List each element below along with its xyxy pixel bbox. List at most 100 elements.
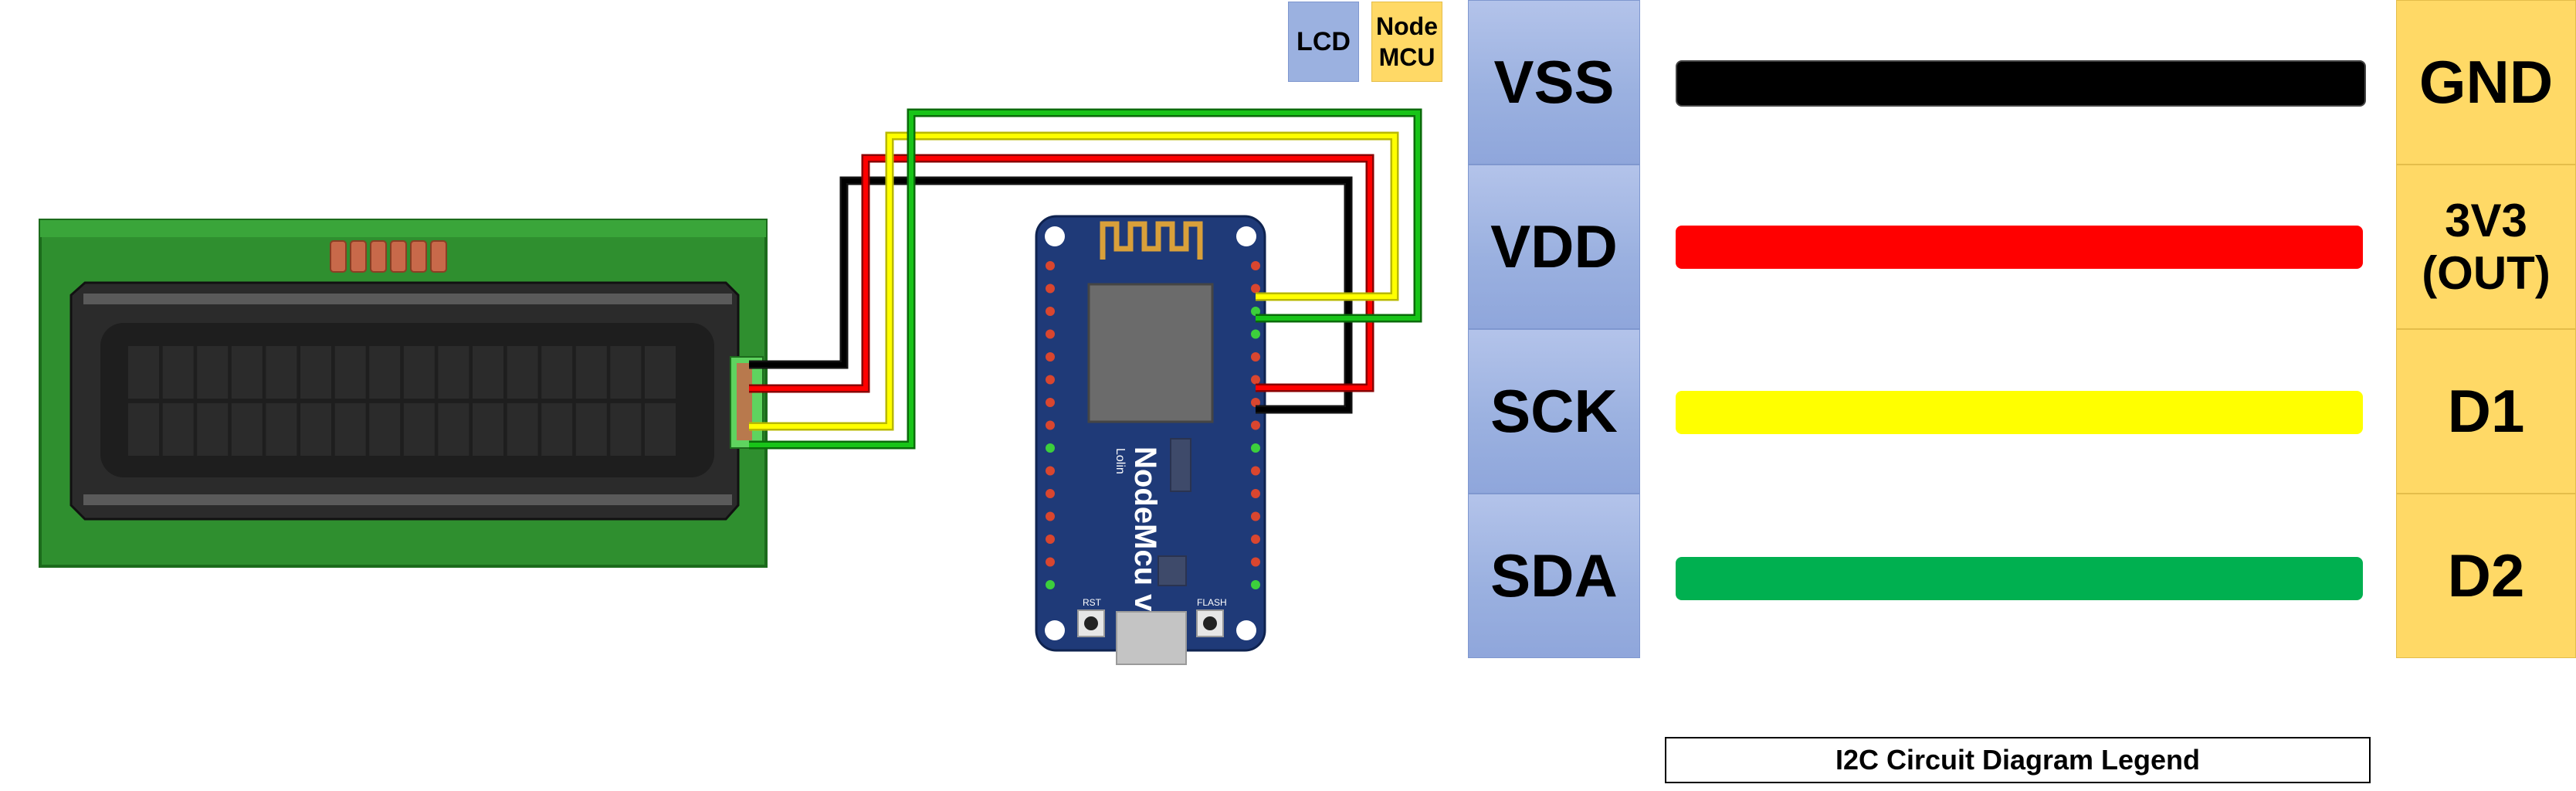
header-pin	[1046, 511, 1055, 521]
voltage-regulator	[1170, 438, 1191, 492]
header-pin	[1251, 375, 1260, 385]
header-pin	[1251, 398, 1260, 407]
header-pin	[1251, 580, 1260, 589]
lcd-bezel-bottom-highlight	[83, 494, 732, 505]
lcd-pin-label: VDD	[1468, 165, 1640, 329]
mount-hole	[1236, 620, 1256, 640]
header-pin	[1046, 535, 1055, 544]
usb-chip	[1158, 555, 1187, 586]
lcd-i2c-pins	[737, 363, 752, 440]
lcd-char-cell	[507, 403, 538, 456]
header-pin	[1251, 283, 1260, 294]
lcd-char-cell	[473, 403, 503, 456]
header-pin	[1046, 375, 1055, 385]
wire-swatch-black	[1676, 60, 2366, 107]
mcu-pin-label: 3V3 (OUT)	[2396, 165, 2576, 329]
lcd-column-tag: LCD	[1288, 2, 1359, 82]
header-pin	[1046, 283, 1055, 294]
flash-label: FLASH	[1197, 597, 1227, 608]
header-pin	[1251, 329, 1260, 339]
header-pin	[1251, 489, 1260, 498]
wire-swatch-green	[1676, 557, 2363, 600]
header-pin	[1046, 557, 1055, 567]
rst-button	[1077, 609, 1105, 637]
lcd-char-cell	[369, 403, 401, 456]
lcd-character-cells	[128, 346, 676, 456]
lcd-char-cell	[645, 346, 676, 399]
esp-chip-shield	[1087, 283, 1214, 423]
lcd-char-cell	[231, 346, 263, 399]
header-pin	[1046, 443, 1055, 453]
lcd-char-cell	[473, 346, 503, 399]
lcd-char-cell	[610, 346, 642, 399]
lcd-pcb-edge	[40, 220, 766, 237]
wires	[749, 108, 1422, 450]
lcd-char-cell	[334, 403, 366, 456]
wire-yellow	[749, 131, 1399, 431]
lcd-char-cell	[507, 346, 538, 399]
header-pin	[1046, 329, 1055, 339]
header-pin	[1251, 557, 1260, 567]
header-pin	[1251, 511, 1260, 521]
lcd-char-cell	[334, 346, 366, 399]
header-pin	[1046, 352, 1055, 362]
lcd-column-tag-text: LCD	[1296, 26, 1351, 56]
lcd-char-cell	[197, 346, 229, 399]
lcd-char-cell	[197, 403, 229, 456]
mount-hole	[1045, 226, 1065, 246]
lcd-char-cell	[128, 403, 159, 456]
mcu-column-tag: Node MCU	[1371, 2, 1442, 82]
lcd-char-cell	[438, 403, 469, 456]
lcd-pin-label: VSS	[1468, 0, 1640, 165]
lcd-char-cell	[266, 403, 297, 456]
lcd-char-cell	[369, 346, 401, 399]
wire-red	[749, 154, 1374, 393]
header-pin	[1046, 398, 1055, 407]
lcd-char-cell	[162, 346, 194, 399]
board-maker-label: Lolin	[1113, 448, 1127, 474]
nodemcu-board: NodeMcu v3 Lolin RST FLASH	[1035, 215, 1266, 665]
lcd-bezel-top-highlight	[83, 294, 732, 304]
lcd-char-cell	[610, 403, 642, 456]
mcu-pin-line1: GND	[2418, 48, 2554, 116]
mcu-pin-line1: D1	[2447, 377, 2525, 445]
lcd-char-cell	[575, 346, 607, 399]
header-pin	[1251, 466, 1260, 476]
header-pin	[1251, 420, 1260, 430]
lcd-char-cell	[266, 346, 297, 399]
header-pin	[1046, 307, 1055, 316]
lcd-char-cell	[541, 403, 573, 456]
header-pin	[1251, 535, 1260, 544]
flash-button-cap	[1203, 616, 1217, 630]
micro-usb-port	[1116, 611, 1187, 665]
mcu-column-tag-line1: Node	[1376, 12, 1438, 40]
header-pin	[1251, 352, 1260, 362]
board-name-label: NodeMcu v3	[1128, 446, 1162, 629]
lcd-char-cell	[300, 403, 331, 456]
header-pin	[1251, 307, 1260, 316]
lcd-char-cell	[403, 346, 435, 399]
lcd-module	[39, 219, 768, 568]
mcu-column-tag-line2: MCU	[1378, 43, 1435, 71]
mcu-pin-label: D2	[2396, 494, 2576, 658]
header-pin	[1046, 261, 1055, 270]
mcu-pin-label: GND	[2396, 0, 2576, 165]
lcd-char-cell	[645, 403, 676, 456]
lcd-char-cell	[541, 346, 573, 399]
wire-swatch-red	[1676, 226, 2363, 269]
mcu-pin-line1: 3V3	[2445, 194, 2527, 246]
header-pin	[1046, 489, 1055, 498]
header-pin	[1251, 443, 1260, 453]
header-pin	[1046, 420, 1055, 430]
board-header-pins	[1046, 261, 1260, 589]
lcd-pin-label: SCK	[1468, 329, 1640, 494]
lcd-char-cell	[575, 403, 607, 456]
lcd-char-cell	[403, 403, 435, 456]
mcu-pin-line2: (OUT)	[2422, 246, 2551, 299]
mount-hole	[1045, 620, 1065, 640]
wire-green	[749, 108, 1422, 450]
lcd-char-cell	[438, 346, 469, 399]
mcu-pin-line1: D2	[2447, 541, 2525, 609]
wire-black	[749, 176, 1353, 414]
